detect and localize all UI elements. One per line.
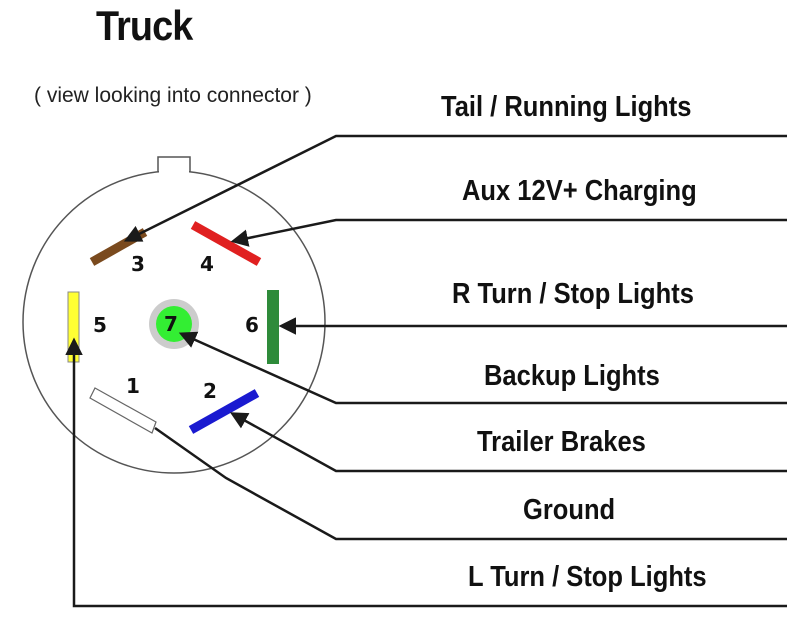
leader-tail-running-lights <box>123 134 787 242</box>
pin-6-green <box>267 290 279 364</box>
pin-number-5: 5 <box>93 313 107 337</box>
leader-backup-lights <box>178 331 787 405</box>
label-tail-running-lights: Tail / Running Lights <box>441 91 692 123</box>
leader-trailer-brakes <box>229 412 787 473</box>
label-trailer-brakes: Trailer Brakes <box>477 426 646 458</box>
pin-number-3: 3 <box>131 252 145 276</box>
pin-4-red <box>190 221 262 266</box>
diagram-subtitle: ( view looking into connector ) <box>34 84 312 107</box>
pin-2-blue <box>188 389 260 434</box>
label-ground: Ground <box>523 494 616 526</box>
leader-aux-charging <box>230 218 787 247</box>
label-l-turn-stop: L Turn / Stop Lights <box>468 561 707 593</box>
label-aux-charging: Aux 12V+ Charging <box>462 175 697 207</box>
label-r-turn-stop: R Turn / Stop Lights <box>452 278 694 310</box>
label-backup-lights: Backup Lights <box>484 360 660 392</box>
pin-number-1: 1 <box>126 374 140 398</box>
pin-1-white <box>89 387 157 434</box>
pin-number-4: 4 <box>200 252 214 276</box>
leader-l-turn-stop <box>65 337 787 608</box>
pin-number-7: 7 <box>164 312 178 336</box>
pin-number-2: 2 <box>203 379 217 403</box>
leader-ground <box>154 426 787 541</box>
diagram-title: Truck <box>96 2 193 49</box>
pin-number-6: 6 <box>245 313 259 337</box>
